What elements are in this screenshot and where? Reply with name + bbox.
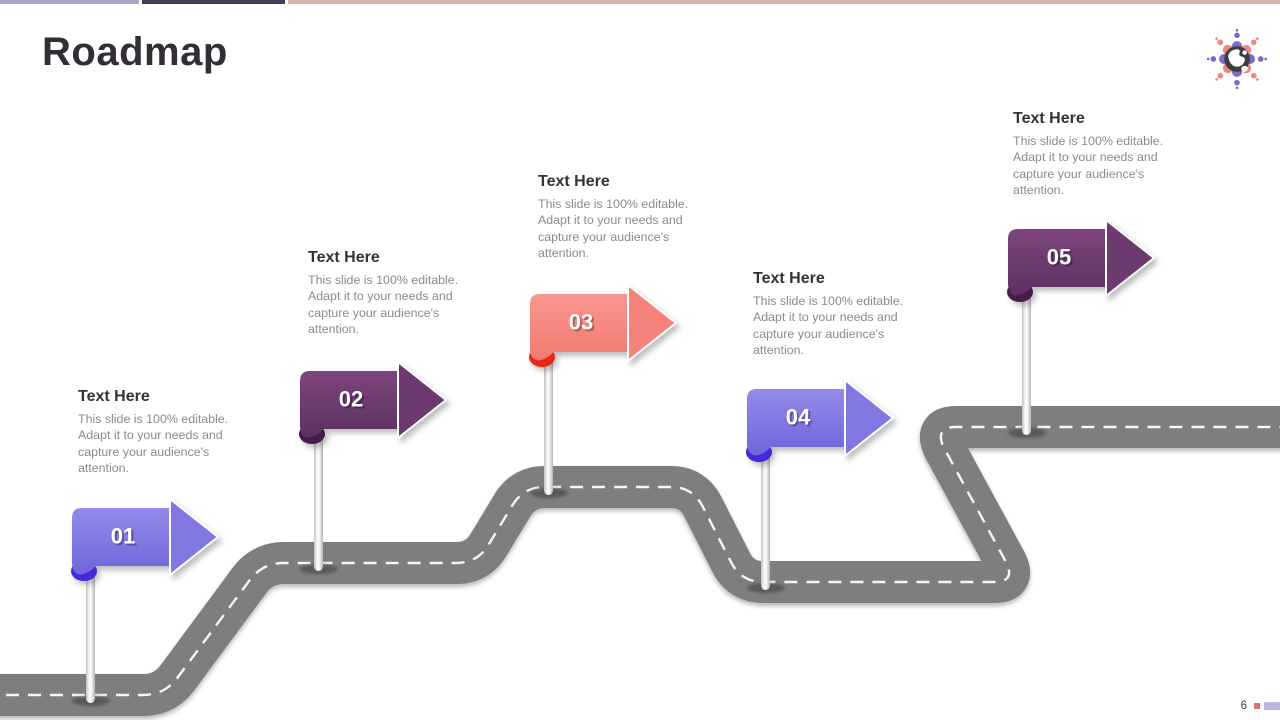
milestone-description: This slide is 100% editable. Adapt it to… bbox=[538, 197, 689, 261]
sign-ribbon bbox=[72, 508, 178, 575]
sign-arrowhead bbox=[1105, 219, 1155, 297]
logo-person-icon bbox=[1231, 28, 1243, 49]
milestone-pole bbox=[761, 441, 770, 590]
milestone-sign: 01 01 bbox=[71, 498, 219, 581]
milestone-pole bbox=[544, 346, 553, 495]
sign-number: 03 bbox=[569, 309, 593, 334]
milestone-description: This slide is 100% editable. Adapt it to… bbox=[1013, 134, 1164, 198]
footer: 6 bbox=[1241, 700, 1280, 712]
sign-number-shadow: 03 bbox=[571, 311, 595, 336]
sign-ribbon bbox=[300, 371, 406, 438]
sign-number-shadow: 05 bbox=[1049, 246, 1073, 271]
footer-square-mark bbox=[1254, 703, 1260, 709]
milestone-sign: 04 04 bbox=[746, 379, 894, 462]
page-title: Roadmap bbox=[42, 30, 228, 74]
top-accent-segment-2 bbox=[142, 0, 285, 4]
sign-number: 01 bbox=[111, 523, 135, 548]
globe-people-logo-icon bbox=[1206, 28, 1268, 90]
milestone-text-block: Text Here This slide is 100% editable. A… bbox=[308, 249, 476, 338]
sign-arrowhead bbox=[844, 379, 894, 457]
milestone-sign: 02 02 bbox=[299, 361, 447, 444]
sign-number: 05 bbox=[1047, 244, 1071, 269]
sign-number: 04 bbox=[786, 404, 811, 429]
milestone-heading: Text Here bbox=[78, 388, 150, 405]
sign-arrowhead bbox=[627, 284, 677, 362]
top-accent-bar bbox=[0, 0, 1280, 4]
milestone-heading: Text Here bbox=[1013, 110, 1085, 127]
milestone-heading: Text Here bbox=[308, 249, 380, 266]
sign-number-shadow: 02 bbox=[341, 388, 365, 413]
milestone-pole bbox=[1022, 281, 1031, 435]
sign-ribbon bbox=[747, 389, 853, 456]
page-number: 6 bbox=[1240, 700, 1247, 712]
milestone-sign: 05 05 bbox=[1007, 219, 1155, 302]
sign-ribbon bbox=[530, 294, 636, 361]
sign-number-shadow: 01 bbox=[113, 525, 137, 550]
milestone-pole bbox=[314, 423, 323, 571]
milestone-text-block: Text Here This slide is 100% editable. A… bbox=[538, 173, 706, 262]
logo-person-icon bbox=[1241, 37, 1259, 55]
milestone-description: This slide is 100% editable. Adapt it to… bbox=[753, 294, 904, 358]
footer-bar-mark bbox=[1264, 702, 1280, 710]
milestone-text-block: Text Here This slide is 100% editable. A… bbox=[1013, 110, 1181, 199]
sign-ribbon bbox=[1008, 229, 1114, 296]
logo-person-icon bbox=[1215, 37, 1233, 55]
milestone-description: This slide is 100% editable. Adapt it to… bbox=[308, 273, 459, 337]
milestone-heading: Text Here bbox=[753, 270, 825, 287]
logo-person-icon bbox=[1215, 63, 1233, 81]
milestone-pole bbox=[86, 560, 95, 703]
milestone-heading: Text Here bbox=[538, 173, 610, 190]
sign-arrowhead bbox=[397, 361, 447, 439]
sign-number: 02 bbox=[339, 386, 363, 411]
logo-person-icon bbox=[1231, 69, 1243, 90]
milestone-text-block: Text Here This slide is 100% editable. A… bbox=[78, 388, 246, 477]
logo-person-icon bbox=[1206, 53, 1227, 65]
logo-person-icon bbox=[1247, 53, 1268, 65]
sign-number-shadow: 04 bbox=[788, 406, 813, 431]
milestone-description: This slide is 100% editable. Adapt it to… bbox=[78, 412, 229, 476]
top-accent-segment-3 bbox=[288, 0, 1280, 4]
milestone-text-block: Text Here This slide is 100% editable. A… bbox=[753, 270, 921, 359]
sign-arrowhead bbox=[169, 498, 219, 576]
top-accent-segment-1 bbox=[0, 0, 139, 4]
milestone-sign: 03 03 bbox=[529, 284, 677, 367]
